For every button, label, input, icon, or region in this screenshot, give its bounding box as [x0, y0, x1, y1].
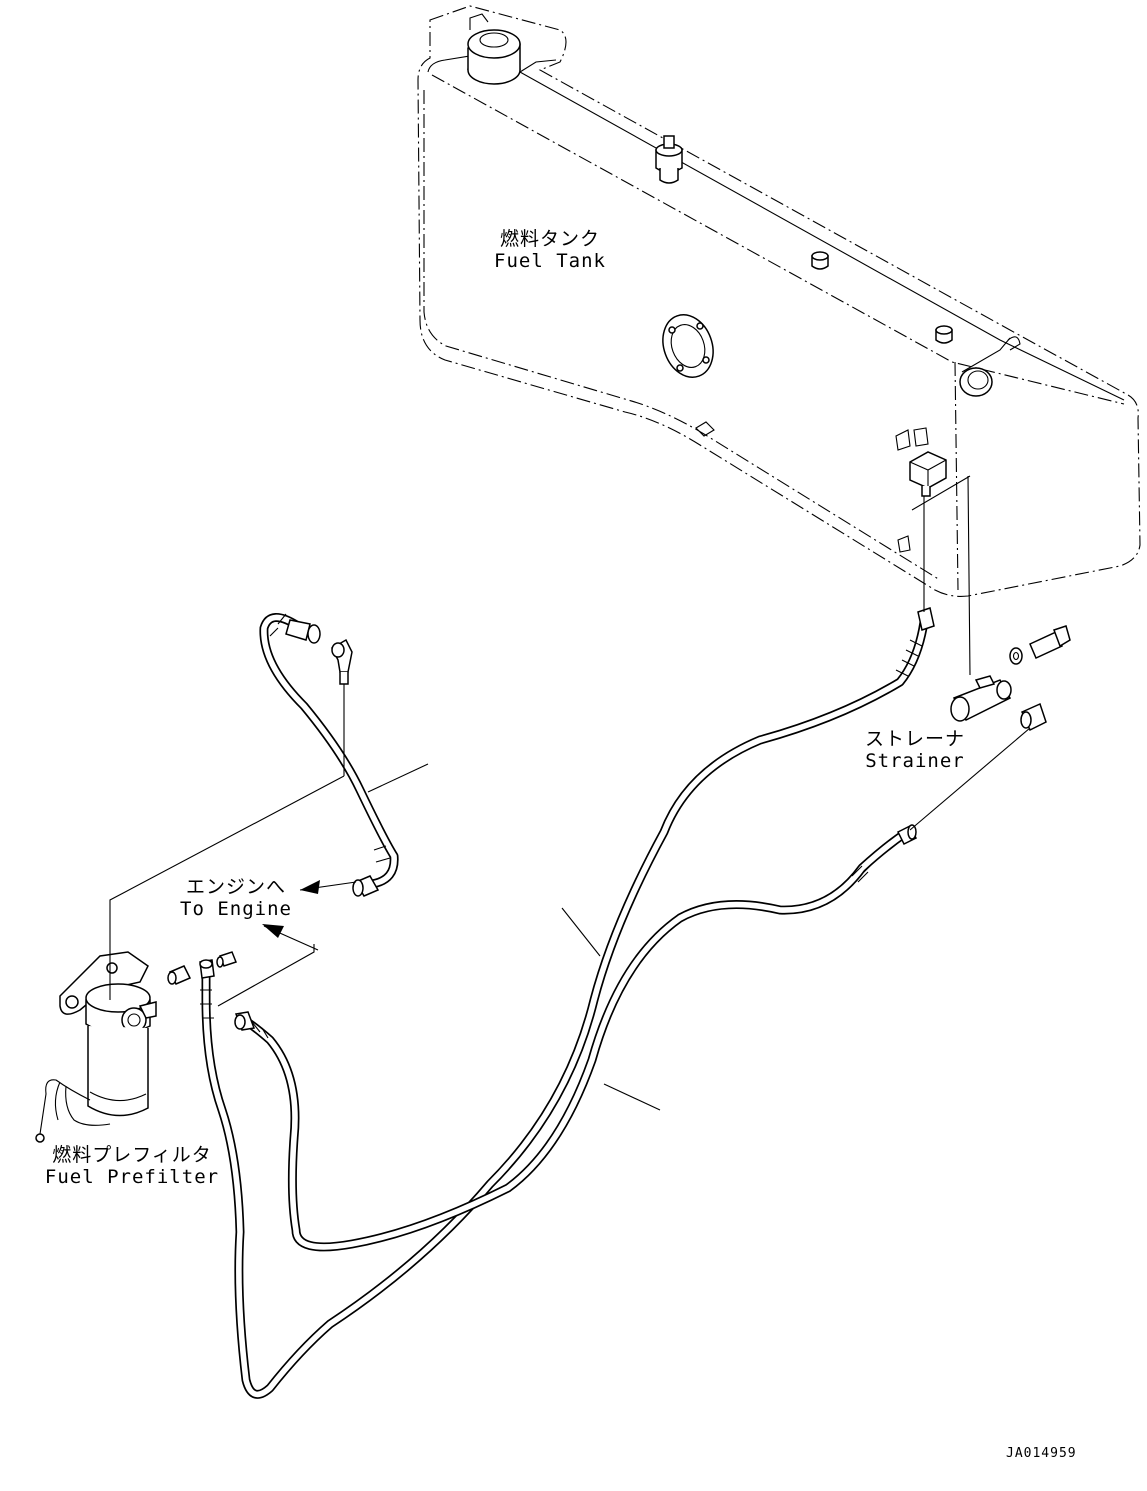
strainer	[950, 625, 1071, 722]
fuel-hoses	[200, 613, 929, 1399]
section-cut-lines	[367, 763, 661, 1111]
arrow-from-engine-icon	[262, 924, 284, 938]
fittings	[167, 496, 1047, 1031]
hose-strainer-to-prefilter	[239, 829, 909, 1252]
drain-valve-icon	[909, 451, 947, 497]
to-engine-label: エンジンへ To Engine	[168, 876, 304, 920]
strainer-label-jp: ストレーナ	[864, 728, 965, 750]
level-gauge-icon	[959, 336, 1021, 397]
hose-tank-to-prefilter	[201, 617, 929, 1399]
fuel-tank-label-en: Fuel Tank	[494, 250, 606, 272]
hose-to-engine	[259, 613, 399, 889]
arrow-to-engine-icon	[300, 880, 320, 894]
breather-icon	[655, 135, 683, 184]
strainer-label-en: Strainer	[865, 750, 965, 772]
fuel-sender-flange-icon	[662, 314, 714, 378]
fuel-tank-label: 燃料タンク Fuel Tank	[480, 228, 620, 272]
fuel-prefilter	[35, 775, 345, 1143]
filler-cap-icon	[467, 13, 521, 85]
to-engine-label-jp: エンジンへ	[185, 876, 286, 898]
to-engine-label-en: To Engine	[180, 898, 292, 920]
drawing-code: JA014959	[1006, 1446, 1077, 1461]
strainer-label: ストレーナ Strainer	[850, 728, 980, 772]
fuel-tank-label-jp: 燃料タンク	[499, 228, 600, 250]
fuel-tank	[417, 5, 1141, 676]
fuel-prefilter-label-en: Fuel Prefilter	[44, 1166, 220, 1188]
plug-icon	[811, 251, 953, 344]
to-engine-arrows	[262, 880, 357, 951]
fuel-prefilter-label: 燃料プレフィルタ Fuel Prefilter	[38, 1144, 226, 1188]
bracket-icon	[695, 421, 929, 553]
fuel-prefilter-label-jp: 燃料プレフィルタ	[52, 1144, 212, 1166]
